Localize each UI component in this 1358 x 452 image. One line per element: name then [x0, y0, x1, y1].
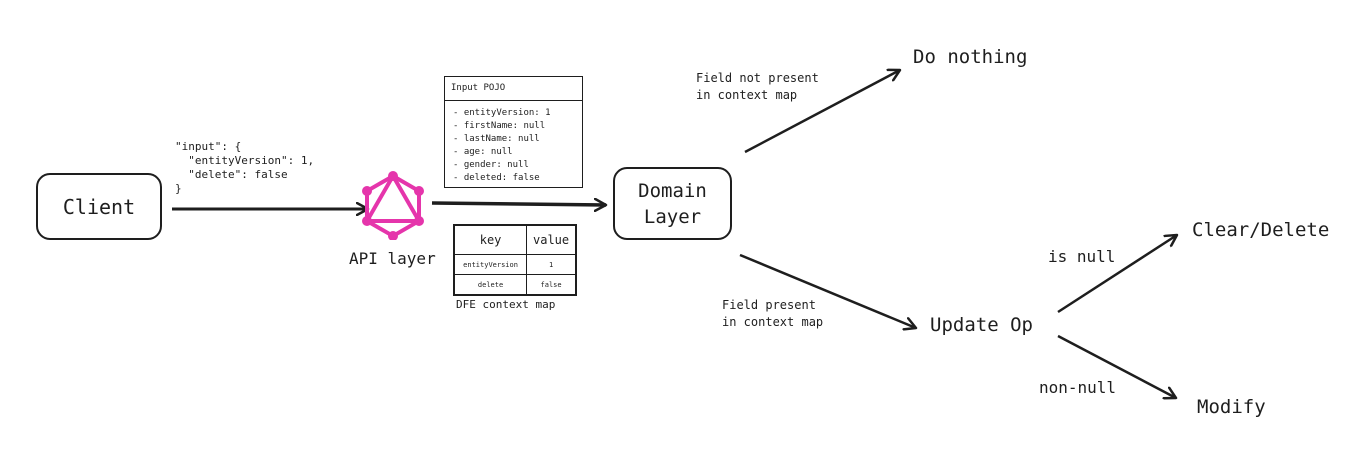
- table-row: delete false: [453, 274, 577, 296]
- input-pojo-box: Input POJO - entityVersion: 1 - firstNam…: [444, 76, 583, 188]
- input-json-line: "delete": false: [175, 168, 288, 181]
- arrow-domain-to-update-op: [739, 253, 916, 328]
- context-map-table: key value entityVersion 1 delete false: [453, 224, 577, 296]
- do-nothing-node: Do nothing: [913, 46, 1028, 68]
- arrow-update-to-modify: [1057, 334, 1176, 398]
- clear-delete-node: Clear/Delete: [1192, 219, 1330, 241]
- label-line: Field not present: [696, 71, 819, 85]
- label-field-present: Field present in context map: [722, 297, 823, 331]
- client-label: Client: [62, 194, 136, 219]
- pojo-field: - age: null: [453, 147, 513, 157]
- pojo-field-list: - entityVersion: 1 - firstName: null - l…: [445, 101, 582, 185]
- graphql-icon: [362, 171, 424, 240]
- pojo-title: Input POJO: [451, 83, 506, 93]
- context-map-caption: DFE context map: [456, 298, 556, 311]
- pojo-field: - firstName: null: [453, 121, 546, 131]
- context-map-cell: entityVersion: [453, 254, 528, 275]
- label-line: in context map: [696, 88, 798, 102]
- pojo-field: - deleted: false: [453, 173, 540, 183]
- context-map-cell: delete: [453, 274, 528, 296]
- pojo-field: - entityVersion: 1: [453, 108, 551, 118]
- input-json-line: "entityVersion": 1,: [175, 154, 315, 167]
- domain-layer-label: Domain: [638, 179, 707, 202]
- context-map-header: key: [453, 224, 528, 255]
- label-line: Field present: [722, 298, 816, 312]
- input-json: "input": { "entityVersion": 1, "delete":…: [175, 140, 314, 196]
- domain-layer-node: Domain Layer: [613, 167, 732, 240]
- update-op-node: Update Op: [930, 314, 1033, 336]
- label-non-null: non-null: [1039, 378, 1117, 397]
- input-json-line: }: [175, 182, 182, 195]
- modify-node: Modify: [1197, 396, 1266, 418]
- label-is-null: is null: [1048, 247, 1116, 266]
- pojo-field: - gender: null: [453, 160, 529, 170]
- context-map-cell: 1: [526, 254, 577, 275]
- api-layer-label: API layer: [349, 249, 436, 268]
- table-row: entityVersion 1: [453, 254, 577, 275]
- label-field-not-present: Field not present in context map: [696, 70, 819, 104]
- pojo-field: - lastName: null: [453, 134, 540, 144]
- client-node: Client: [36, 173, 162, 240]
- arrow-update-to-clear: [1057, 235, 1177, 314]
- domain-layer-label: Layer: [643, 205, 702, 228]
- arrow-domain-to-do-nothing: [744, 70, 900, 154]
- input-json-line: "input": {: [175, 140, 242, 153]
- context-map-header: value: [526, 224, 577, 255]
- context-map-cell: false: [526, 274, 577, 296]
- arrow-api-to-domain: [431, 203, 606, 205]
- label-line: in context map: [722, 315, 824, 329]
